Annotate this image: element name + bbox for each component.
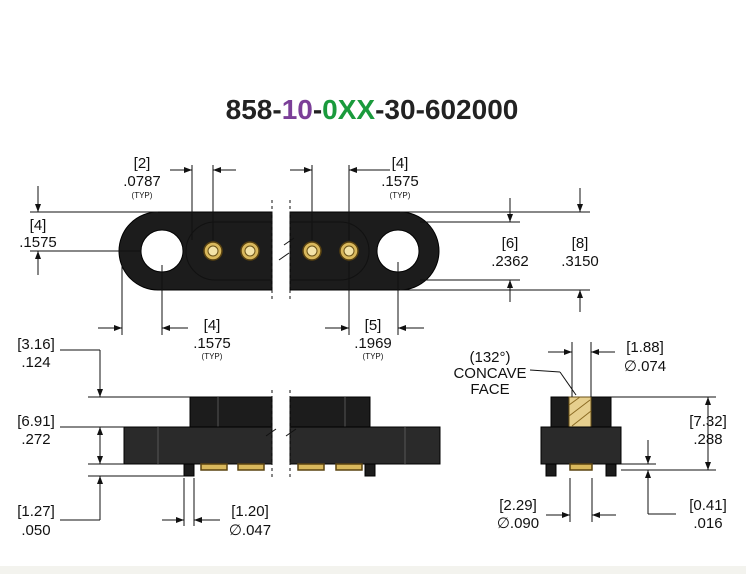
dim-end: [1.88] ∅.074 (132°) CONCAVE FACE [7.32] … bbox=[453, 339, 726, 532]
side-pin-1 bbox=[200, 463, 228, 471]
dim-2-inch: .0787 bbox=[123, 173, 161, 190]
end-pin bbox=[569, 463, 593, 471]
dim-4-inch: .1575 bbox=[381, 173, 419, 190]
dim-691-mm: [6.91] bbox=[17, 413, 55, 430]
dim-b4-mm: [4] bbox=[204, 317, 221, 334]
dim-b4-typ: (TYP) bbox=[202, 352, 223, 361]
dim-229-inch: ∅.090 bbox=[497, 515, 539, 532]
concave-line2: FACE bbox=[470, 381, 509, 398]
dim-120-inch: ∅.047 bbox=[229, 522, 271, 539]
dim-041-inch: .016 bbox=[693, 515, 722, 532]
dim-4-mm: [4] bbox=[392, 155, 409, 172]
dim-b5-inch: .1969 bbox=[354, 335, 392, 352]
title-prefix: 858- bbox=[226, 94, 282, 125]
dim-316-inch: .124 bbox=[21, 354, 50, 371]
part-number-title: 858-10-0XX-30-602000 bbox=[226, 94, 519, 125]
dim-229-mm: [2.29] bbox=[499, 497, 537, 514]
dim-side: [3.16] .124 [6.91] .272 [1.27] .050 [1.2… bbox=[17, 336, 271, 539]
concave-angle: (132°) bbox=[469, 349, 510, 366]
dim-691-inch: .272 bbox=[21, 431, 50, 448]
dim-041-mm: [0.41] bbox=[689, 497, 727, 514]
dim-left-mm: [4] bbox=[30, 217, 47, 234]
footer-strip bbox=[0, 566, 746, 574]
dim-8-mm: [8] bbox=[572, 235, 589, 252]
dim-2-mm: [2] bbox=[134, 155, 151, 172]
dim-732-mm: [7.32] bbox=[689, 413, 727, 430]
title-mid2: 0XX bbox=[322, 94, 375, 125]
dim-left-height: [4] .1575 bbox=[19, 186, 158, 275]
dim-127-inch: .050 bbox=[21, 522, 50, 539]
dim-4-typ: (TYP) bbox=[390, 191, 411, 200]
dim-b5-mm: [5] bbox=[365, 317, 382, 334]
dim-188-mm: [1.88] bbox=[626, 339, 664, 356]
dim-left-inch: .1575 bbox=[19, 234, 57, 251]
title-suffix: -30-602000 bbox=[375, 94, 518, 125]
end-view bbox=[540, 396, 622, 477]
dim-b5-typ: (TYP) bbox=[363, 352, 384, 361]
dim-6-inch: .2362 bbox=[491, 253, 529, 270]
dim-bottom-pitch: [4] .1575 (TYP) [5] .1969 (TYP) bbox=[98, 262, 424, 361]
dim-2-typ: (TYP) bbox=[132, 191, 153, 200]
dim-b4-inch: .1575 bbox=[193, 335, 231, 352]
dim-732-inch: .288 bbox=[693, 431, 722, 448]
dim-127-mm: [1.27] bbox=[17, 503, 55, 520]
side-pin-2 bbox=[237, 463, 265, 471]
dim-pitch-top: [2] .0787 (TYP) [4] .1575 (TYP) bbox=[123, 155, 419, 240]
title-mid1: 10 bbox=[282, 94, 313, 125]
dim-188-inch: ∅.074 bbox=[624, 358, 666, 375]
dim-6-mm: [6] bbox=[502, 235, 519, 252]
dim-120-mm: [1.20] bbox=[231, 503, 269, 520]
dim-8-inch: .3150 bbox=[561, 253, 599, 270]
side-view bbox=[123, 390, 441, 478]
side-pin-3 bbox=[297, 463, 325, 471]
top-view bbox=[118, 200, 440, 300]
dim-316-mm: [3.16] bbox=[17, 336, 55, 353]
title-dash: - bbox=[313, 94, 322, 125]
side-pin-4 bbox=[335, 463, 363, 471]
concave-line1: CONCAVE bbox=[453, 365, 526, 382]
dim-right-heights: [6] .2362 [8] .3150 bbox=[400, 188, 599, 312]
